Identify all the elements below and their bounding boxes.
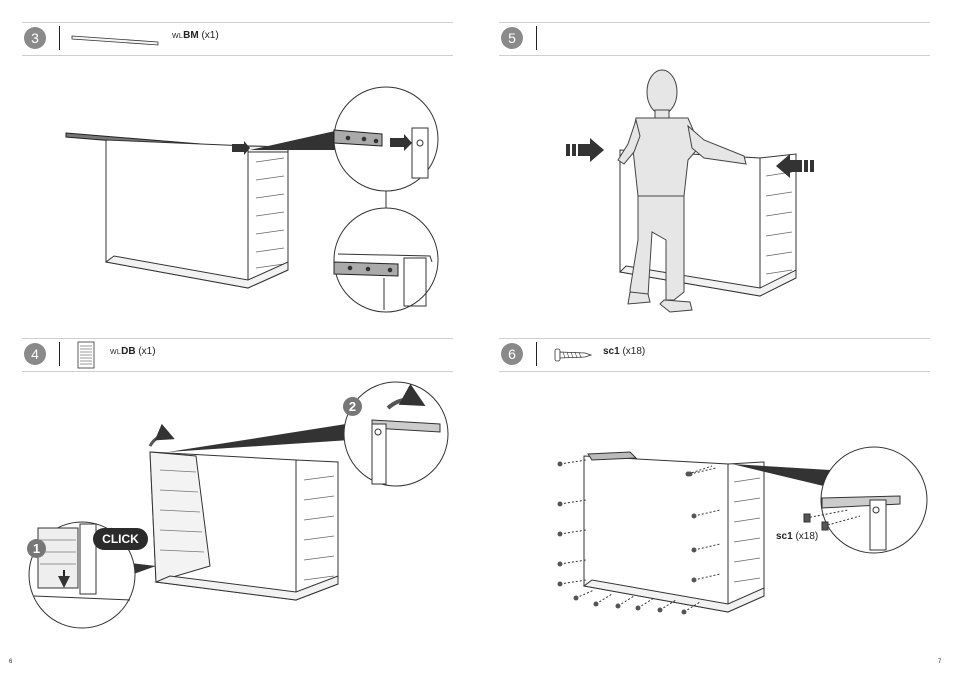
step-6-illustration [557, 446, 928, 615]
step-6-part-label: sc1 (x18) [603, 346, 646, 357]
screw-markers [557, 459, 721, 615]
header-divider [59, 342, 60, 366]
step-6-number: 6 [501, 343, 523, 365]
push-arrow [232, 141, 250, 155]
door-panel-part-icon [77, 341, 95, 369]
step-4-header: 4 WLDB (x1) [22, 338, 453, 372]
step-3-illustration [65, 86, 439, 313]
step-4-part-label: WLDB (x1) [110, 346, 156, 357]
header-divider [59, 26, 60, 50]
step-3-header: 3 WLBM (x1) [22, 22, 453, 56]
beam-part-icon [71, 35, 159, 46]
header-divider [536, 26, 537, 50]
push-arrows [566, 138, 814, 178]
header-divider [536, 342, 537, 366]
step-5-illustration [566, 69, 814, 313]
callout-badge-2: 2 [343, 397, 362, 416]
step-3-number: 3 [24, 27, 46, 49]
step-4-illustration [28, 381, 449, 629]
screw-part-icon [554, 348, 593, 362]
page-number-left: 6 [9, 659, 13, 665]
detail-circle-door-top [343, 381, 449, 487]
step-6-detail-label: sc1 (x18) [776, 531, 819, 542]
step-3-part-label: WLBM (x1) [172, 30, 219, 41]
step-5-number: 5 [501, 27, 523, 49]
click-label: CLICK [93, 528, 148, 550]
step-6-header: 6 sc1 (x18) [499, 338, 930, 372]
page-number-right: 7 [938, 659, 942, 665]
step-5-header: 5 [499, 22, 930, 56]
detail-circle-beam-fixed [333, 207, 439, 313]
person-figure [617, 69, 747, 313]
step-4-number: 4 [24, 343, 46, 365]
callout-badge-1: 1 [27, 539, 46, 558]
